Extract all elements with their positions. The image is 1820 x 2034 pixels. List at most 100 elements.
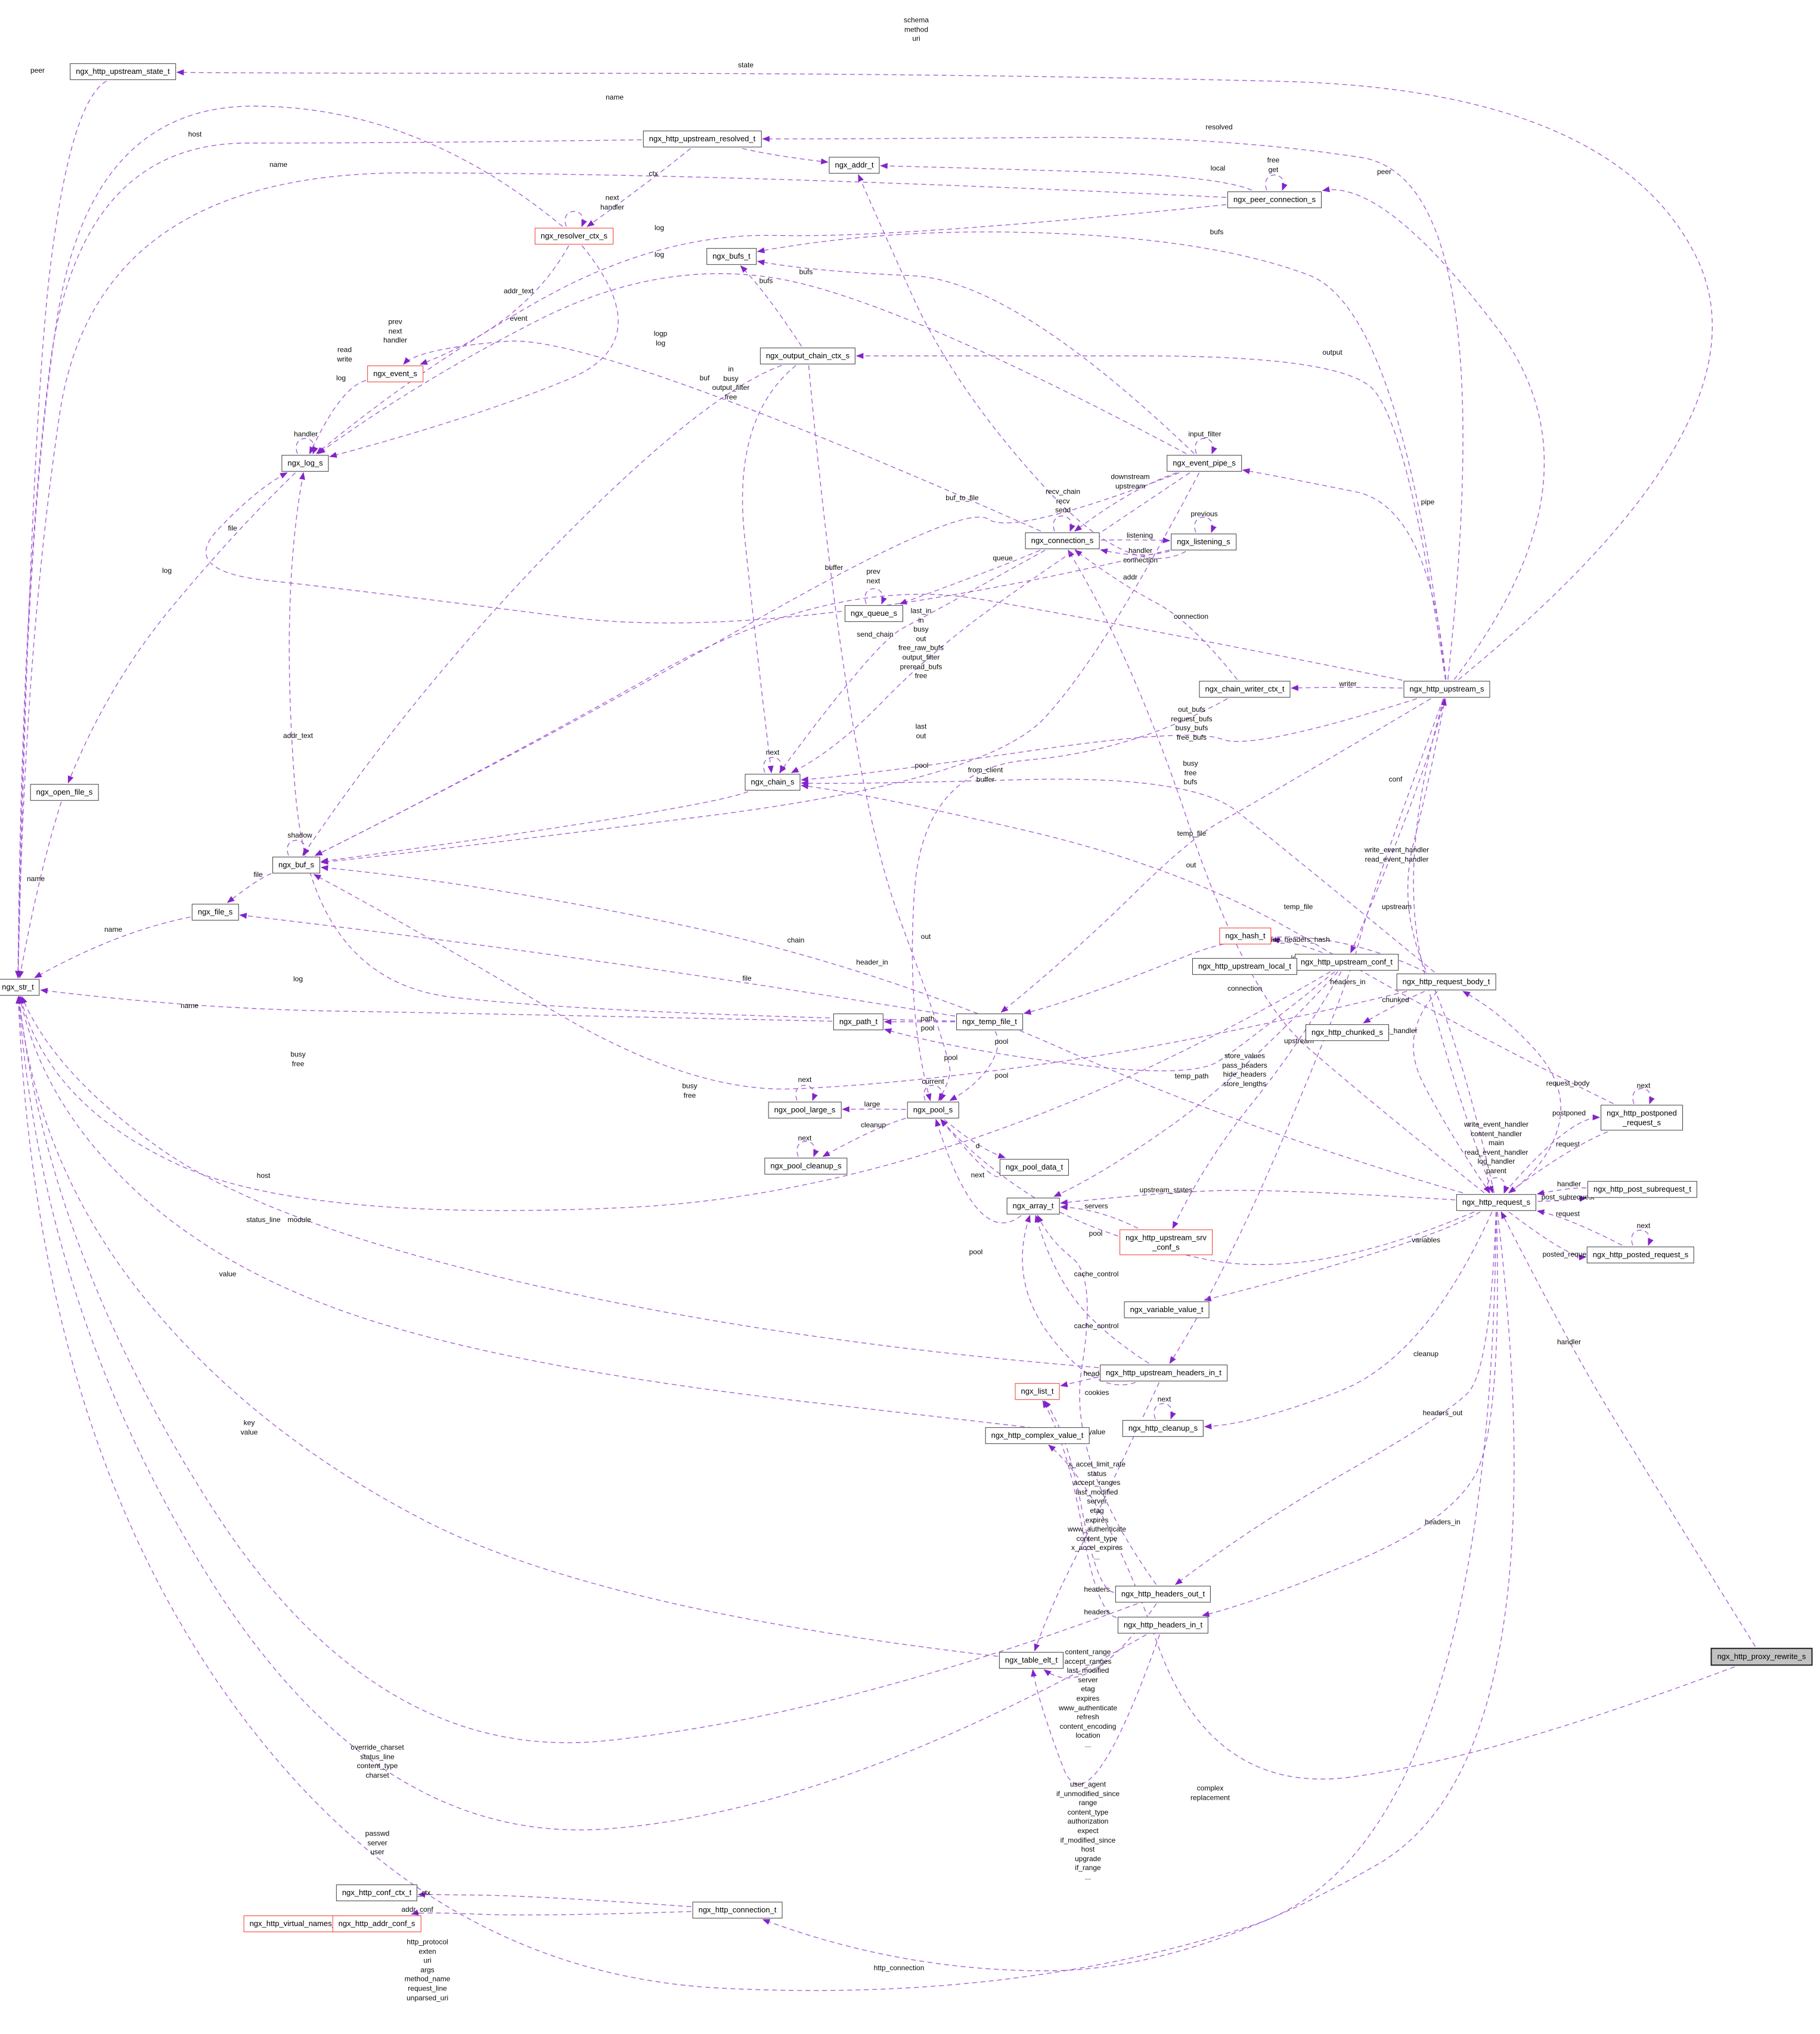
struct-node-str[interactable]: ngx_str_t [0,979,40,996]
struct-node-hin[interactable]: ngx_http_headers_in_t [1117,1617,1209,1633]
member-edge-file-str [34,916,191,978]
edge-label: busy free bufs [1183,759,1198,786]
struct-node-chain[interactable]: ngx_chain_s [745,774,801,790]
struct-node-ulocal[interactable]: ngx_http_upstream_local_t [1192,958,1298,975]
struct-node-bufs[interactable]: ngx_bufs_t [706,248,756,265]
member-edge-rbody-chain [801,779,1435,973]
edge-label: recv_chain recv send [1045,487,1081,514]
edge-label: bufs [799,268,813,277]
struct-node-queue[interactable]: ngx_queue_s [844,605,904,622]
struct-node-list[interactable]: ngx_list_t [1015,1383,1060,1400]
member-edge-upstream-uconf [1350,698,1445,954]
struct-node-usrv[interactable]: ngx_http_upstream_srv _conf_s [1120,1229,1213,1255]
struct-node-telt[interactable]: ngx_table_elt_t [999,1652,1064,1669]
struct-node-file[interactable]: ngx_file_s [191,904,239,920]
member-edge-request-rbody [1462,991,1561,1193]
member-edge-listening-conn [1100,548,1170,556]
edge-label: pool [994,1071,1009,1080]
member-edge-request-conn [1068,549,1485,1193]
member-edge-outchain-pool [808,365,951,1102]
member-edge-outchain-buf [302,365,782,857]
member-edge-postponed-postponed [1632,1088,1655,1105]
struct-node-resolved[interactable]: ngx_http_upstream_resolved_t [643,131,762,147]
struct-node-hash[interactable]: ngx_hash_t [1219,928,1272,944]
member-edge-postsub-request [1536,1187,1587,1196]
struct-node-pdata[interactable]: ngx_pool_data_t [999,1159,1069,1176]
edge-label: cache_control [1074,1322,1119,1331]
struct-node-uconf[interactable]: ngx_http_upstream_conf_t [1295,954,1399,971]
struct-node-conn[interactable]: ngx_connection_s [1025,532,1100,549]
member-edge-conn-listening [1100,537,1171,544]
edge-label: handler connection [1123,546,1158,564]
struct-node-postponed[interactable]: ngx_http_postponed _request_s [1601,1105,1683,1131]
edge-label: handler [1557,1338,1582,1347]
struct-node-confctx[interactable]: ngx_http_conf_ctx_t [336,1884,418,1901]
struct-node-us_state[interactable]: ngx_http_upstream_state_t [70,63,176,80]
member-edge-outchain-chain [742,365,796,774]
member-edge-request-postponed [1504,1114,1601,1193]
struct-node-cvalue[interactable]: ngx_http_complex_value_t [985,1427,1090,1444]
edge-label: pool [1089,1229,1103,1238]
struct-node-prewrite[interactable]: ngx_http_proxy_rewrite_s [1710,1648,1813,1666]
struct-node-pcleanup[interactable]: ngx_pool_cleanup_s [764,1158,848,1174]
member-edge-httpconn-addrconf [411,1909,692,1915]
member-edge-peer-peer [1265,174,1288,191]
struct-node-hout[interactable]: ngx_http_headers_out_t [1115,1586,1211,1602]
struct-node-postsub[interactable]: ngx_http_post_subrequest_t [1587,1181,1698,1198]
struct-node-pipe[interactable]: ngx_event_pipe_s [1167,455,1242,472]
member-edge-cvalue-str [18,996,1092,1435]
struct-node-peer[interactable]: ngx_peer_connection_s [1227,191,1322,208]
struct-node-listening[interactable]: ngx_listening_s [1171,534,1236,550]
struct-node-outchain[interactable]: ngx_output_chain_ctx_s [759,348,856,364]
member-edge-rbody-request [1413,991,1490,1194]
member-edge-buf-file [227,873,272,903]
struct-node-openfile[interactable]: ngx_open_file_s [30,784,99,801]
struct-node-buf[interactable]: ngx_buf_s [272,857,320,873]
struct-node-addrconf[interactable]: ngx_http_addr_conf_s [332,1915,421,1932]
edge-label: headers [1084,1608,1110,1617]
edge-label: handler [293,430,318,439]
member-edge-hcleanup-hcleanup [1154,1403,1176,1420]
struct-node-posted[interactable]: ngx_http_posted_request_s [1586,1247,1695,1263]
edge-label: free get [1267,156,1280,173]
struct-node-rbody[interactable]: ngx_http_request_body_t [1396,973,1496,990]
struct-node-upstream[interactable]: ngx_http_upstream_s [1403,681,1490,697]
struct-node-chunked[interactable]: ngx_http_chunked_s [1306,1024,1389,1041]
member-edge-hout-str [17,996,1138,1743]
edge-label: store_values pass_headers hide_headers s… [1222,1051,1267,1088]
edge-label: next [765,748,780,757]
struct-node-chwriter[interactable]: ngx_chain_writer_ctx_t [1199,681,1291,697]
struct-node-resolver[interactable]: ngx_resolver_ctx_s [535,228,613,244]
edge-label: addr_conf [401,1905,433,1914]
struct-node-addr[interactable]: ngx_addr_t [829,157,880,173]
struct-node-uheaders[interactable]: ngx_http_upstream_headers_in_t [1100,1365,1227,1381]
edge-label: headers_in [1425,1518,1461,1527]
edge-label: write_event_handler read_event_handler [1364,845,1430,863]
struct-node-log[interactable]: ngx_log_s [281,455,329,472]
member-edge-tempfile-file [239,913,956,1017]
edge-label: headers_in [1330,978,1366,987]
struct-node-array[interactable]: ngx_array_t [1006,1198,1060,1214]
struct-node-event[interactable]: ngx_event_s [367,365,423,382]
struct-node-varval[interactable]: ngx_variable_value_t [1124,1301,1210,1318]
struct-node-path[interactable]: ngx_path_t [833,1013,884,1030]
member-edge-pipe-buf [314,472,1180,856]
edge-label: state [737,61,754,70]
struct-node-request[interactable]: ngx_http_request_s [1456,1194,1537,1211]
edge-label: large [864,1100,880,1109]
edge-label: x_accel_limit_rate status accept_ranges … [1067,1460,1127,1562]
struct-node-vnames[interactable]: ngx_http_virtual_names_t [243,1915,345,1932]
struct-node-hcleanup[interactable]: ngx_http_cleanup_s [1122,1420,1204,1437]
struct-node-pool[interactable]: ngx_pool_s [907,1102,959,1118]
struct-node-plarge[interactable]: ngx_pool_large_s [768,1102,842,1118]
member-edge-plarge-plarge [795,1084,818,1102]
edge-label: key value [240,1418,258,1436]
member-edge-peer-log [316,204,1227,454]
member-edge-array-pool [935,1118,1022,1224]
edge-label: next [1636,1221,1651,1230]
edge-label: file [228,524,237,533]
struct-node-httpconn[interactable]: ngx_http_connection_t [692,1902,783,1918]
member-edge-upstream-outchain [855,352,1446,680]
member-edge-upstream-resolved [762,135,1464,680]
struct-node-tempfile[interactable]: ngx_temp_file_t [956,1013,1023,1030]
